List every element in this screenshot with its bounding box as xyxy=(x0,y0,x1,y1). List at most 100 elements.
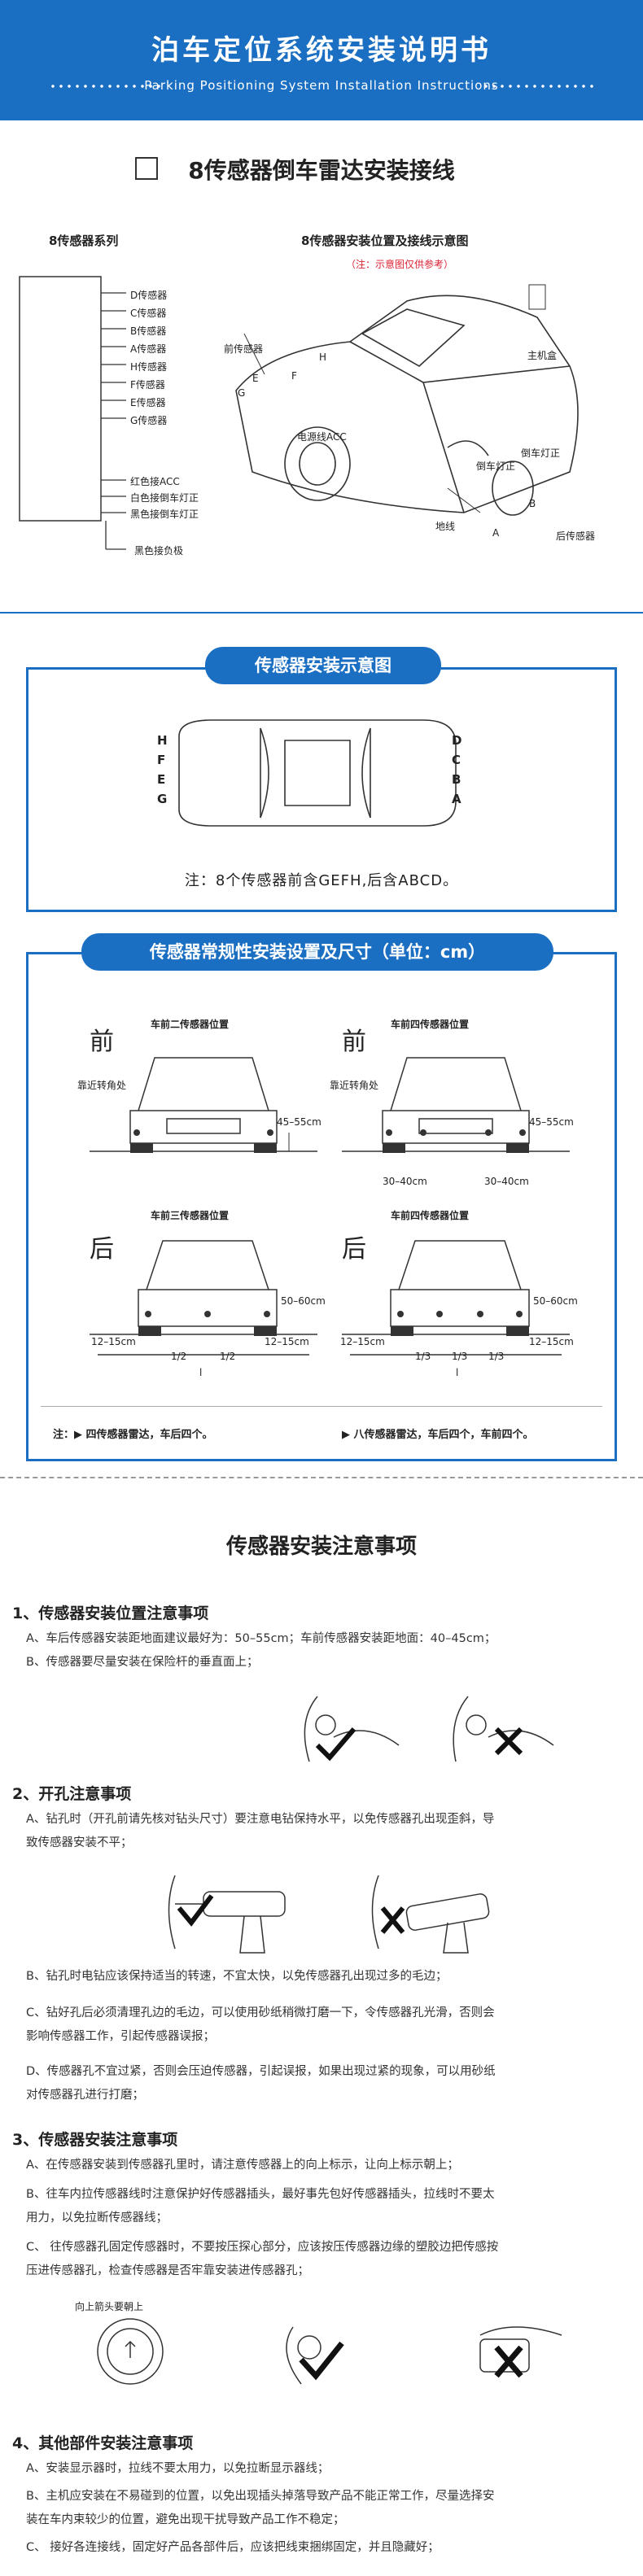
label-reverse-light-2: 倒车灯正 xyxy=(476,461,516,472)
panel3-spacing-left: 12–15cm xyxy=(91,1336,136,1347)
label-front-sensor: 前传感器 xyxy=(224,343,264,355)
section-divider xyxy=(0,612,643,613)
sensor-line-h: H传感器 xyxy=(130,361,168,373)
up-arrow-label: 向上箭头要朝上 xyxy=(75,2301,144,2312)
front-letter-e: E xyxy=(157,772,166,787)
install-frame xyxy=(26,952,617,1461)
sensor-line-b: B传感器 xyxy=(130,325,167,337)
diagram-note: （注：示意图仅供参考） xyxy=(346,259,454,270)
sensor-line-f: F传感器 xyxy=(130,379,165,391)
install-diagram-heading: 8传感器安装位置及接线示意图 xyxy=(301,234,469,248)
page-subtitle: Parking Positioning System Installation … xyxy=(144,78,499,93)
label-e: E xyxy=(252,373,259,384)
panel4-caption: 车前四传感器位置 xyxy=(391,1210,470,1221)
power-line-reverse-2: 黑色接倒车灯正 xyxy=(130,509,199,520)
panel1-side: 前 xyxy=(90,1028,114,1056)
controller-wiring-diagram xyxy=(19,276,126,550)
rear-letter-d: D xyxy=(452,733,462,748)
panel3-car xyxy=(90,1240,317,1356)
panel2-spacing-right: 30–40cm xyxy=(484,1176,529,1187)
notes-s3-b2: 用力，以免拉断传感器线； xyxy=(26,2211,168,2225)
notes-s2-a1: A、钻孔时（开孔前请先核对钻头尺寸）要注意电钻保持水平，以免传感器孔出现歪斜，导 xyxy=(26,1813,495,1826)
ground-line: 黑色接负极 xyxy=(134,545,184,557)
panel3-side: 后 xyxy=(90,1235,114,1264)
install-footer-right: ▶ 八传感器雷达，车后四个，车前四个。 xyxy=(342,1429,534,1441)
front-letter-g: G xyxy=(157,792,168,806)
notes-s4-b1: B、主机应安装在不易碰到的位置，以免出现插头掉落导致产品不能正常工作，尽量选择安 xyxy=(26,2490,495,2503)
panel4-third-3: 1/3 xyxy=(488,1351,505,1362)
front-letter-f: F xyxy=(157,753,166,767)
panel3-caption: 车前三传感器位置 xyxy=(151,1210,230,1221)
notes-s3-heading: 3、传感器安装注意事项 xyxy=(12,2131,178,2149)
install-footer-divider xyxy=(41,1406,602,1407)
label-reverse-light: 倒车灯正 xyxy=(521,448,561,459)
panel2-spacing-left: 30–40cm xyxy=(383,1176,427,1187)
notes-title: 传感器安装注意事项 xyxy=(225,1535,417,1559)
checkbox-square xyxy=(135,157,158,180)
panel4-car xyxy=(342,1240,570,1356)
sensor-line-list: D传感器 C传感器 B传感器 A传感器 H传感器 F传感器 E传感器 G传感器 xyxy=(130,286,167,430)
notes-s2-heading: 2、开孔注意事项 xyxy=(12,1785,132,1803)
sensor-line-a: A传感器 xyxy=(130,343,167,355)
panel1-car xyxy=(90,1057,317,1153)
panel1-height: 45–55cm xyxy=(277,1116,322,1128)
sensor-line-e: E传感器 xyxy=(130,397,166,408)
panel3-spacing-right: 12–15cm xyxy=(265,1336,309,1347)
label-f: F xyxy=(291,370,297,382)
panel3-half-2: 1/2 xyxy=(220,1351,236,1362)
section-divider-dashed xyxy=(0,1477,643,1478)
panel3-length: l xyxy=(199,1367,203,1378)
notes-s4-heading: 4、其他部件安装注意事项 xyxy=(12,2434,194,2452)
notes-s1-a: A、车后传感器安装距地面建议最好为：50–55cm；车前传感器安装距地面：40–… xyxy=(26,1632,496,1645)
label-a: A xyxy=(492,527,500,539)
wiring-title: 8传感器倒车雷达安装接线 xyxy=(188,157,455,184)
notes-s2-c1: C、钻好孔后必须清理孔边的毛边，可以使用砂纸稍微打磨一下，令传感器孔光滑，否则会 xyxy=(26,2006,495,2019)
sensor-line-d: D传感器 xyxy=(130,290,168,301)
panel4-third-1: 1/3 xyxy=(415,1351,431,1362)
notes-s2-b: B、钻孔时电钻应该保持适当的转速，不宜太快，以免传感器孔出现过多的毛边； xyxy=(26,1970,448,1983)
panel4-side: 后 xyxy=(342,1235,366,1264)
bumper-mount-illustration xyxy=(304,1696,554,1762)
sensor-insert-illustration xyxy=(97,2318,562,2385)
notes-s2-a2: 致传感器安装不平； xyxy=(26,1836,133,1849)
rear-letter-a: A xyxy=(452,792,461,806)
notes-s3-b1: B、往车内拉传感器线时注意保护好传感器插头，最好事先包好传感器插头，拉线时不要太 xyxy=(26,2188,495,2201)
panel4-spacing-right: 12–15cm xyxy=(529,1336,574,1347)
notes-s4-b2: 装在车内束较少的位置，避免出现干扰导致产品工作不稳定； xyxy=(26,2513,345,2526)
install-footer-left: 注：▶ 四传感器雷达，车后四个。 xyxy=(53,1429,213,1441)
install-pill: 传感器常规性安装设置及尺寸（单位：cm） xyxy=(81,933,553,971)
decor-dots-left xyxy=(49,84,163,89)
notes-s4-a: A、安装显示器时，拉线不要太用力，以免拉断显示器线； xyxy=(26,2462,330,2475)
panel4-spacing-left: 12–15cm xyxy=(340,1336,385,1347)
notes-s3-c1: C、 往传感器孔固定传感器时，不要按压探心部分，应该按压传感器边缘的塑胶边把传感… xyxy=(26,2241,499,2254)
notes-s4-c: C、 接好各连接线，固定好产品各部件后，应该把线束捆绑固定，并且隐藏好； xyxy=(26,2541,440,2554)
panel4-third-2: 1/3 xyxy=(452,1351,468,1362)
page-title: 泊车定位系统安装说明书 xyxy=(151,34,492,67)
panel2-edge: 靠近转角处 xyxy=(330,1080,379,1091)
label-b: B xyxy=(529,498,536,509)
drill-illustration xyxy=(168,1875,490,1954)
notes-s3-c2: 压进传感器孔，检查传感器是否牢靠安装进传感器孔； xyxy=(26,2264,309,2277)
header-banner xyxy=(0,0,643,120)
panel2-height: 45–55cm xyxy=(529,1116,574,1128)
notes-s1-heading: 1、传感器安装位置注意事项 xyxy=(12,1605,209,1622)
notes-s1-b: B、传感器要尽量安装在保险杆的垂直面上； xyxy=(26,1656,259,1669)
label-acc: 电源线ACC xyxy=(297,431,347,443)
diagram-note: 注：8个传感器前含GEFH,后含ABCD。 xyxy=(184,872,459,889)
label-g: G xyxy=(238,387,246,399)
label-rear-sensor: 后传感器 xyxy=(556,530,596,542)
panel1-edge: 靠近转角处 xyxy=(77,1080,127,1091)
car-wiring-illustration xyxy=(235,284,579,516)
label-host-box: 主机盒 xyxy=(527,350,558,361)
sensor-series-heading: 8传感器系列 xyxy=(49,234,119,248)
front-letter-h: H xyxy=(157,733,168,748)
rear-sensor-letters: D C B A xyxy=(452,731,461,809)
power-line-acc: 红色接ACC xyxy=(130,476,180,487)
panel3-half-1: 1/2 xyxy=(171,1351,187,1362)
decor-dots-right xyxy=(482,84,596,89)
front-sensor-letters: H F E G xyxy=(157,731,168,809)
power-line-list: 红色接ACC 白色接倒车灯正 黑色接倒车灯正 xyxy=(130,474,199,522)
rear-letter-c: C xyxy=(452,753,461,767)
label-ground: 地线 xyxy=(435,521,456,532)
notes-s3-a: A、在传感器安装到传感器孔里时，请注意传感器上的向上标示，让向上标示朝上； xyxy=(26,2159,459,2172)
